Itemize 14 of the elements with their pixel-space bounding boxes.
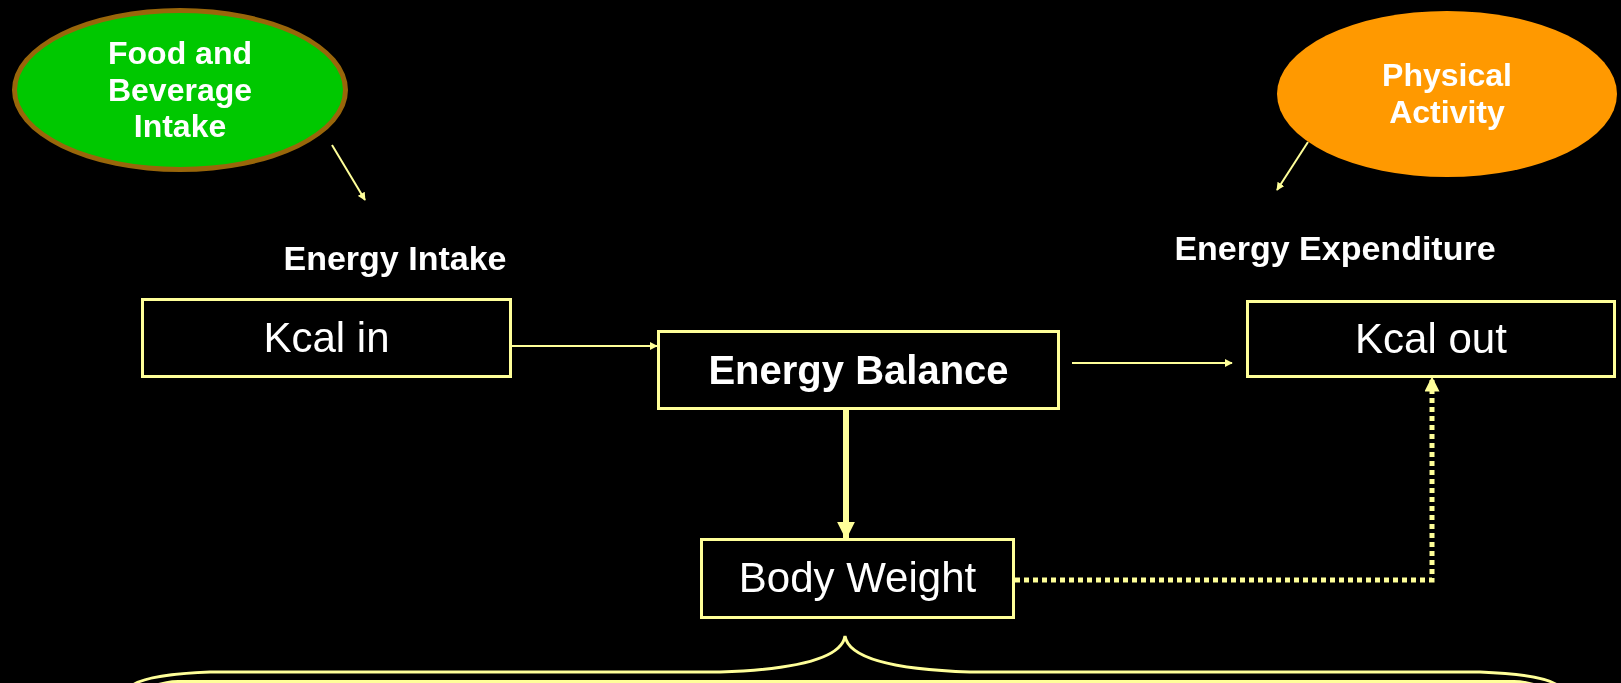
ellipse-node: Food and Beverage Intake	[12, 8, 348, 172]
process-box: Body Weight	[700, 538, 1015, 619]
arrow	[331, 144, 366, 201]
process-box: Energy Balance	[657, 330, 1060, 410]
process-box: Kcal in	[141, 298, 512, 378]
arrow	[511, 342, 658, 350]
node-heading: Energy Intake	[220, 200, 570, 278]
node-heading: Energy Expenditure	[1110, 190, 1560, 268]
arrow	[1071, 359, 1233, 367]
ellipse-node: Physical Activity	[1277, 11, 1617, 177]
arrow	[1015, 376, 1440, 583]
process-box: Kcal out	[1246, 300, 1616, 378]
arrow	[837, 410, 855, 540]
arrow	[1276, 141, 1309, 191]
